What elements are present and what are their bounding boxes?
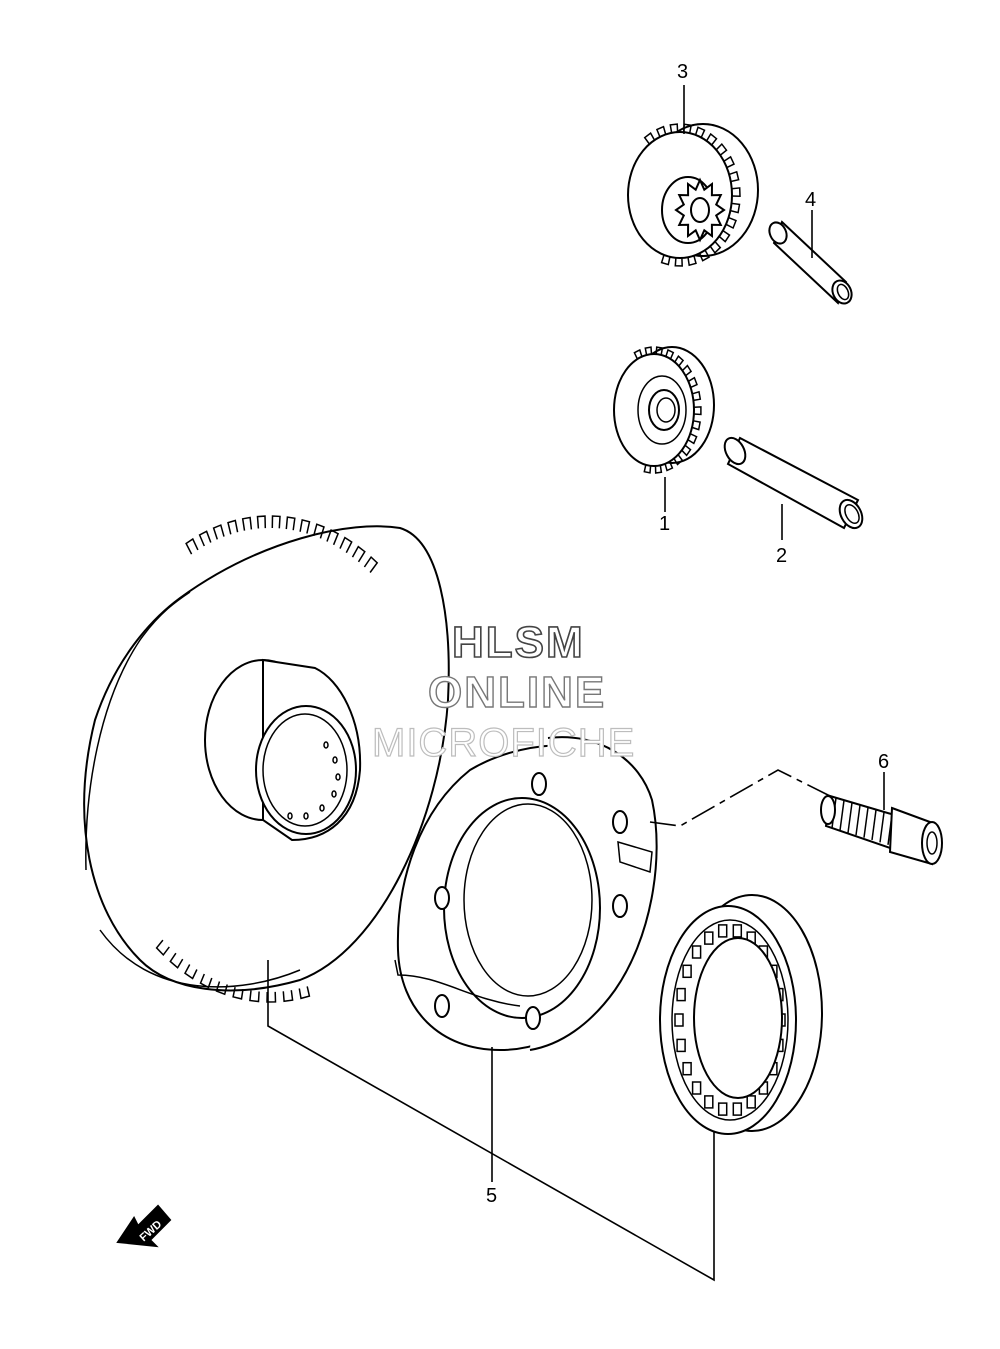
watermark-line-2: ONLINE: [428, 668, 606, 717]
part-5-starter-driven-gear[interactable]: [83, 515, 450, 1003]
callout-5: 5: [486, 1185, 497, 1207]
callout-1: 1: [659, 513, 670, 535]
watermark-line-3: MICROFICHE: [372, 721, 635, 765]
part-4-shaft[interactable]: [766, 220, 855, 307]
part-5-one-way-clutch[interactable]: [659, 894, 823, 1135]
small-pinion: [674, 177, 726, 243]
fwd-arrow-icon: FWD: [116, 1204, 172, 1248]
leader-lines: [267, 85, 885, 1282]
watermark: HLSM ONLINE MICROFICHE: [371, 617, 635, 765]
callout-2: 2: [776, 545, 787, 567]
part-5-clutch-housing[interactable]: [394, 736, 658, 1052]
part-2-shaft[interactable]: [720, 434, 866, 532]
part-1-idle-gear[interactable]: [613, 346, 715, 474]
callout-6: 6: [878, 751, 889, 773]
part-6-bolt[interactable]: [820, 794, 943, 866]
part-3-compound-gear[interactable]: [627, 123, 759, 267]
callout-3: 3: [677, 61, 688, 83]
callout-4: 4: [805, 189, 816, 211]
watermark-line-1: HLSM: [452, 618, 585, 667]
callout-labels: 3 4 1 2 6 5: [486, 61, 889, 1207]
